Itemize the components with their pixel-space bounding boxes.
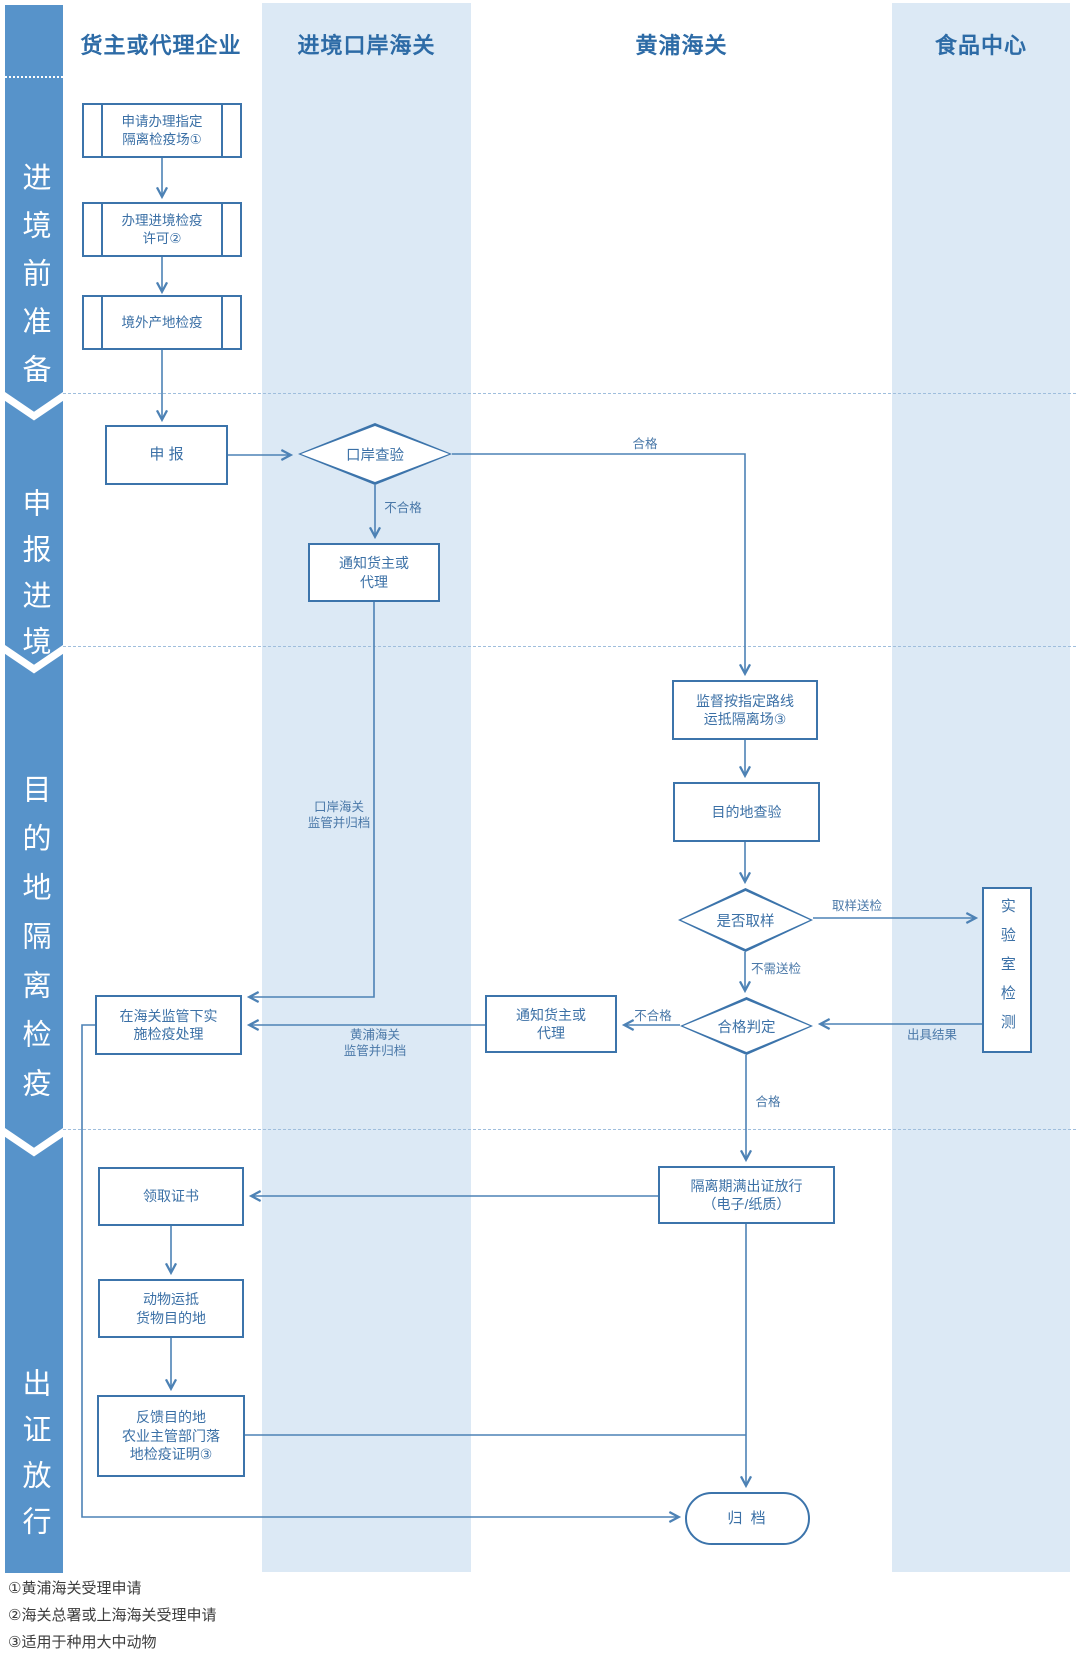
edge-label-fail-qualification: 不合格 (634, 1009, 672, 1023)
node-label: 隔离期满出证放行 （电子/纸质） (690, 1177, 803, 1212)
edge-label-pass-port: 合格 (632, 437, 658, 451)
subprocess-bar-left (101, 104, 103, 157)
phase-ribbon-divider (5, 76, 63, 78)
lane-header-food-center: 食品中心 (934, 33, 1027, 58)
edge-label-pass-qualification: 合格 (755, 1095, 781, 1109)
node-origin-quarantine: 境外产地检疫 (82, 295, 242, 350)
node-label: 申请办理指定 隔离检疫场① (121, 113, 203, 147)
node-apply-quarantine-site: 申请办理指定 隔离检疫场① (82, 103, 242, 158)
node-entry-permit: 办理进境检疫 许可② (82, 202, 242, 257)
node-lab-test: 实验室检测 (982, 887, 1032, 1053)
node-label: 申 报 (149, 446, 184, 464)
edge-label-issue-result: 出具结果 (906, 1028, 957, 1042)
lane-header-entry-port-customs: 进境口岸海关 (297, 33, 436, 58)
node-label: 反馈目的地 农业主管部门落 地检疫证明③ (122, 1409, 220, 1463)
node-label: 是否取样 (716, 913, 775, 930)
node-archive: 归 档 (685, 1492, 810, 1545)
phase-separator-3 (63, 1129, 1076, 1130)
subprocess-bar-right (221, 104, 223, 157)
node-label: 境外产地检疫 (121, 314, 203, 330)
node-label: 通知货主或 代理 (516, 1006, 586, 1041)
subprocess-bar-left (101, 296, 103, 349)
node-label: 领取证书 (143, 1188, 199, 1205)
phase-separator-2 (63, 646, 1076, 647)
node-quarantine-treatment: 在海关监管下实 施检疫处理 (95, 995, 242, 1055)
phase-label-certificate-release: 出证放行 (18, 1368, 50, 1552)
node-supervise-transport: 监督按指定路线 运抵隔离场③ (672, 680, 818, 740)
node-label: 归 档 (727, 1509, 768, 1527)
phase-separator-1 (63, 393, 1076, 394)
node-label: 目的地查验 (711, 803, 782, 820)
edge-label-fail-port: 不合格 (384, 501, 422, 515)
node-label: 监督按指定路线 运抵隔离场③ (696, 692, 794, 727)
node-label: 动物运抵 货物目的地 (136, 1291, 206, 1326)
edge-label-huangpu-archive: 黄浦海关 监管并归档 (343, 1028, 407, 1058)
node-label: 通知货主或 代理 (339, 555, 409, 590)
node-feedback-agriculture: 反馈目的地 农业主管部门落 地检疫证明③ (97, 1395, 245, 1477)
phase-label-declare-entry: 申报进境 (18, 488, 50, 672)
lane-header-huangpu-customs: 黄浦海关 (635, 33, 728, 58)
node-label: 合格判定 (717, 1019, 776, 1036)
phase-label-destination-quarantine: 目的地隔离检疫 (18, 774, 50, 1117)
node-label: 在海关监管下实 施检疫处理 (119, 1007, 218, 1042)
lane-background-food-center (892, 3, 1070, 1572)
decision-port-inspection: 口岸查验 (298, 423, 452, 485)
subprocess-bar-right (221, 296, 223, 349)
node-animal-arrival: 动物运抵 货物目的地 (98, 1279, 244, 1338)
node-release-certificate: 隔离期满出证放行 （电子/纸质） (658, 1166, 835, 1224)
node-label: 实验室检测 (998, 897, 1016, 1043)
footnote-3: ③适用于种用大中动物 (8, 1634, 157, 1651)
decision-qualification: 合格判定 (680, 997, 813, 1055)
lane-header-owner-agent: 货主或代理企业 (80, 33, 242, 58)
node-label: 口岸查验 (346, 447, 404, 464)
node-destination-inspection: 目的地查验 (673, 782, 820, 842)
footnote-2: ②海关总署或上海海关受理申请 (8, 1607, 217, 1624)
decision-sampling: 是否取样 (678, 888, 813, 952)
node-receive-certificate: 领取证书 (98, 1167, 244, 1226)
edge-label-no-sample: 不需送检 (750, 962, 801, 976)
lane-background-port-customs (262, 3, 471, 1572)
node-notify-owner-port: 通知货主或 代理 (308, 543, 440, 602)
node-declare: 申 报 (105, 425, 228, 485)
node-notify-owner-huangpu: 通知货主或 代理 (485, 995, 617, 1053)
phase-label-pre-entry: 进境前准备 (18, 162, 50, 402)
edge-label-port-archive: 口岸海关 监管并归档 (307, 800, 371, 830)
footnote-1: ①黄浦海关受理申请 (8, 1580, 142, 1597)
subprocess-bar-right (221, 203, 223, 256)
node-label: 办理进境检疫 许可② (121, 212, 203, 246)
edge-label-sample-send: 取样送检 (831, 899, 882, 913)
phase-ribbon (5, 5, 63, 1573)
subprocess-bar-left (101, 203, 103, 256)
